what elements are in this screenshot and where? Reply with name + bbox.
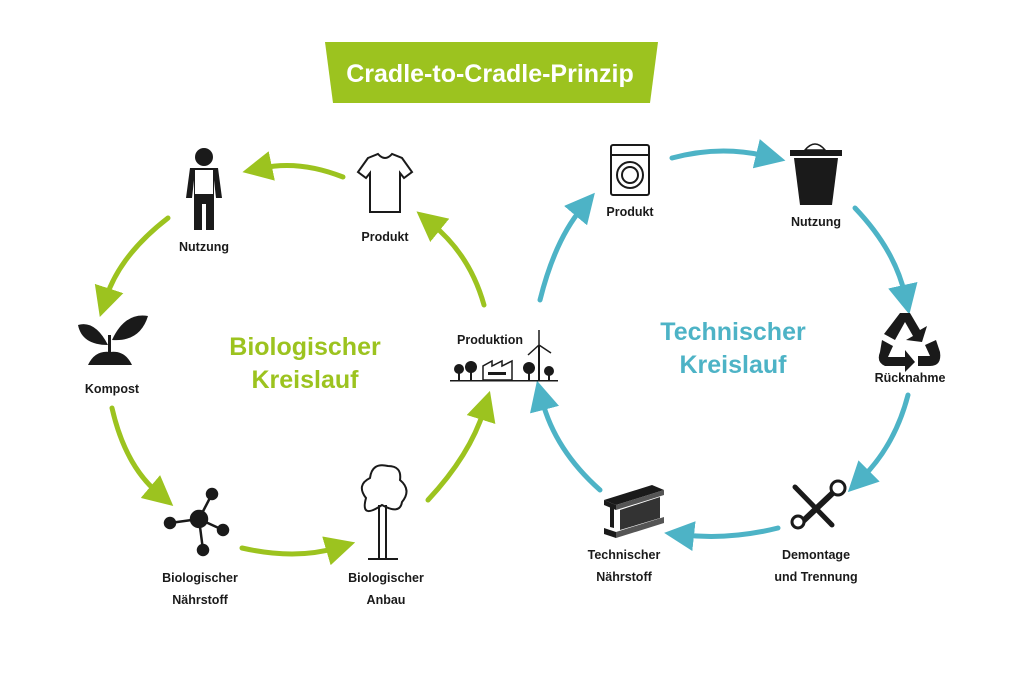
node-demontage: Demontage und Trennung [774,479,858,584]
bio-anbau-label-1: Biologischer [348,571,424,585]
arrow-demontage-to-naehrstoff [664,521,781,551]
arrow-nutzung-to-ruecknahme [852,205,918,315]
steel-beam-icon [604,485,664,538]
node-bio-anbau: Biologischer Anbau [348,464,424,607]
node-produktion: Produktion [450,330,558,382]
arrow-anbau-to-produktion [425,390,496,503]
demontage-label-1: Demontage [782,548,850,562]
technical-title-1: Technischer [660,318,806,346]
ruecknahme-label: Rücknahme [875,371,946,385]
node-bio-produkt: Produkt [356,152,414,244]
molecule-icon [163,487,230,557]
tech-naehrstoff-label-2: Nährstoff [596,570,652,584]
demontage-label-2: und Trennung [774,570,857,584]
bio-nutzung-label: Nutzung [179,240,229,254]
arrow-ruecknahme-to-demontage [847,392,911,493]
arrow-produktion-to-produkt-tech [537,192,595,303]
bio-naehrstoff-label-1: Biologischer [162,571,238,585]
arrow-kompost-to-naehrstoff [109,405,174,506]
tech-nutzung-label: Nutzung [791,215,841,229]
tech-produkt-label: Produkt [606,205,654,219]
factory-windturbine-icon [450,330,558,382]
arrow-naehrstoff-to-produktion [530,380,603,493]
biological-title-1: Biologischer [229,333,381,361]
node-kompost: Kompost [78,315,148,396]
sprout-icon [78,315,148,365]
node-ruecknahme: Rücknahme [875,313,946,385]
tools-icon [790,479,847,530]
washing-machine-icon [610,144,650,196]
arrow-produktion-to-produkt [416,211,487,308]
arrow-produkt-to-nutzung-tech [669,139,786,169]
title: Cradle-to-Cradle-Prinzip [346,60,634,88]
recycle-icon [878,313,941,372]
title-banner: Cradle-to-Cradle-Prinzip [325,42,658,103]
node-bio-naehrstoff: Biologischer Nährstoff [162,487,238,607]
bio-produkt-label: Produkt [361,230,409,244]
bucket-icon [790,143,842,205]
node-tech-nutzung: Nutzung [790,143,842,229]
arrow-produkt-to-nutzung [242,151,346,181]
person-icon [186,148,222,230]
node-bio-nutzung: Nutzung [179,148,229,254]
bio-naehrstoff-label-2: Nährstoff [172,593,228,607]
tshirt-icon [356,152,414,213]
arrow-naehrstoff-to-anbau [239,536,356,566]
node-tech-produkt: Produkt [606,144,654,219]
bio-anbau-label-2: Anbau [367,593,406,607]
biological-arrows [94,151,496,566]
produktion-label: Produktion [457,333,523,347]
technical-title-2: Kreislauf [680,351,788,379]
arrow-nutzung-to-kompost [94,215,171,318]
biological-title-2: Kreislauf [252,366,360,394]
technical-arrows [530,139,918,551]
node-tech-naehrstoff: Technischer Nährstoff [588,485,664,584]
tree-icon [360,464,408,560]
kompost-label: Kompost [85,382,140,396]
tech-naehrstoff-label-1: Technischer [588,548,661,562]
